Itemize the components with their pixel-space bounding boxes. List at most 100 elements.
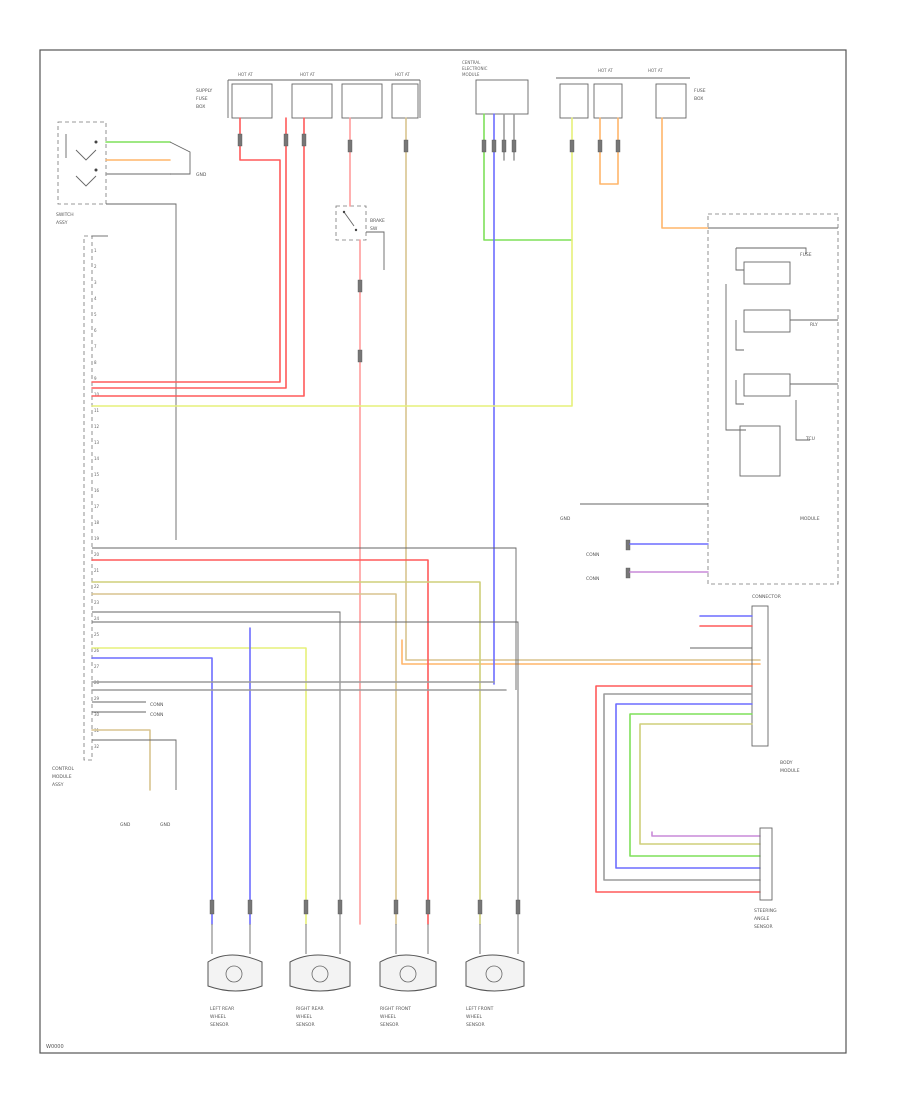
svg-text:4: 4 bbox=[94, 296, 97, 301]
svg-text:WHEEL: WHEEL bbox=[210, 1014, 227, 1020]
svg-text:SUPPLY: SUPPLY bbox=[196, 88, 212, 94]
control-module: CONTROL MODULE ASSY bbox=[52, 235, 108, 788]
svg-text:BRAKE: BRAKE bbox=[370, 218, 385, 224]
svg-text:WHEEL: WHEEL bbox=[466, 1014, 483, 1020]
svg-text:BODY: BODY bbox=[780, 760, 793, 766]
svg-text:MODULE: MODULE bbox=[800, 516, 820, 522]
wire-tan-gnd-1 bbox=[91, 729, 151, 791]
wheel-sensor-right-rear: RIGHT REAR WHEEL SENSOR bbox=[289, 899, 351, 1028]
wire-red-loop bbox=[595, 685, 761, 893]
top-fuse-panel: HOT AT HOT AT HOT AT SUPPLY FUSE BOX bbox=[196, 72, 421, 119]
svg-text:ASSY: ASSY bbox=[56, 220, 68, 226]
svg-text:30: 30 bbox=[94, 712, 100, 717]
svg-text:2: 2 bbox=[94, 264, 97, 269]
svg-text:11: 11 bbox=[94, 408, 100, 413]
svg-text:SENSOR: SENSOR bbox=[380, 1022, 399, 1028]
wire-orange-right bbox=[599, 117, 619, 185]
svg-text:RIGHT FRONT: RIGHT FRONT bbox=[380, 1006, 411, 1012]
svg-text:9: 9 bbox=[94, 376, 97, 381]
svg-text:ASSY: ASSY bbox=[52, 782, 64, 788]
wire-olive-fl bbox=[91, 581, 481, 925]
svg-text:GND: GND bbox=[196, 172, 207, 178]
svg-text:HOT AT: HOT AT bbox=[238, 72, 253, 77]
svg-text:GND: GND bbox=[560, 516, 571, 522]
svg-text:23: 23 bbox=[94, 600, 100, 605]
svg-text:LEFT FRONT: LEFT FRONT bbox=[466, 1006, 494, 1012]
right-fuse-panel: HOT AT HOT AT FUSE BOX bbox=[556, 68, 706, 119]
wire-blue-steer-2 bbox=[615, 703, 761, 869]
wire-yellow-rl bbox=[91, 647, 307, 925]
svg-text:RLY: RLY bbox=[810, 322, 818, 328]
svg-text:CONN: CONN bbox=[150, 712, 163, 718]
svg-text:MODULE: MODULE bbox=[52, 774, 72, 780]
right-ground-connectors: GND CONN CONN bbox=[560, 503, 709, 582]
wire-red-2 bbox=[91, 117, 287, 389]
svg-text:LEFT REAR: LEFT REAR bbox=[210, 1006, 234, 1012]
wire-olive-steer bbox=[639, 723, 761, 845]
svg-text:FUSE: FUSE bbox=[694, 88, 706, 94]
svg-text:TCU: TCU bbox=[805, 436, 815, 442]
wire-gray-steer bbox=[603, 693, 761, 881]
wire-red-1 bbox=[91, 117, 281, 383]
svg-text:7: 7 bbox=[94, 344, 97, 349]
svg-text:SENSOR: SENSOR bbox=[296, 1022, 315, 1028]
svg-text:BOX: BOX bbox=[694, 96, 703, 102]
svg-text:15: 15 bbox=[94, 472, 100, 477]
wire-violet-steer bbox=[651, 831, 761, 837]
svg-text:MODULE: MODULE bbox=[462, 72, 480, 77]
svg-text:HOT AT: HOT AT bbox=[648, 68, 663, 73]
svg-text:ANGLE: ANGLE bbox=[754, 916, 769, 922]
wire-green-steer bbox=[629, 713, 761, 857]
svg-text:CONN: CONN bbox=[150, 702, 163, 708]
svg-text:29: 29 bbox=[94, 696, 100, 701]
svg-text:FUSE: FUSE bbox=[800, 252, 812, 258]
steering-angle-sensor: STEERING ANGLE SENSOR bbox=[754, 827, 777, 930]
wheel-sensor-left-rear: LEFT REAR WHEEL SENSOR bbox=[207, 899, 263, 1028]
wire-orange-tan bbox=[401, 639, 761, 665]
right-control-unit: FUSE RLY TCU MODULE bbox=[707, 213, 839, 585]
svg-text:CONTROL: CONTROL bbox=[52, 766, 74, 772]
diagram-code: W0000 bbox=[46, 1044, 64, 1050]
brake-switch: BRAKE SW bbox=[335, 205, 385, 270]
svg-text:18: 18 bbox=[94, 520, 100, 525]
svg-text:24: 24 bbox=[94, 616, 100, 621]
svg-text:GND: GND bbox=[120, 822, 131, 828]
svg-text:SENSOR: SENSOR bbox=[466, 1022, 485, 1028]
svg-text:16: 16 bbox=[94, 488, 100, 493]
wire-green-relay bbox=[483, 113, 573, 241]
svg-text:MODULE: MODULE bbox=[780, 768, 800, 774]
wire-blue-rl bbox=[91, 657, 213, 925]
svg-text:CENTRAL: CENTRAL bbox=[462, 60, 481, 65]
steering-module-connector: CONNECTOR BODY MODULE bbox=[751, 594, 800, 774]
wire-yellow-green-bus bbox=[91, 117, 573, 407]
svg-text:12: 12 bbox=[94, 424, 100, 429]
svg-text:SENSOR: SENSOR bbox=[754, 924, 773, 930]
svg-text:STEERING: STEERING bbox=[754, 908, 777, 914]
wire-red-fr bbox=[91, 559, 429, 925]
svg-text:26: 26 bbox=[94, 648, 100, 653]
svg-text:WHEEL: WHEEL bbox=[296, 1014, 313, 1020]
svg-text:13: 13 bbox=[94, 440, 100, 445]
wire-tan-fl bbox=[91, 593, 397, 925]
wheel-sensor-left-front: LEFT FRONT WHEEL SENSOR bbox=[465, 899, 525, 1028]
svg-text:CONNECTOR: CONNECTOR bbox=[752, 594, 781, 600]
wire-red-3 bbox=[91, 117, 305, 397]
svg-text:FUSE: FUSE bbox=[196, 96, 208, 102]
svg-text:SW: SW bbox=[370, 226, 378, 232]
svg-text:19: 19 bbox=[94, 536, 100, 541]
svg-text:HOT AT: HOT AT bbox=[300, 72, 315, 77]
svg-text:21: 21 bbox=[94, 568, 100, 573]
diagram-frame bbox=[39, 49, 847, 1054]
headlamp-switch: SWITCH ASSY bbox=[56, 121, 107, 226]
svg-text:SENSOR: SENSOR bbox=[210, 1022, 229, 1028]
svg-text:HOT AT: HOT AT bbox=[395, 72, 410, 77]
svg-text:GND: GND bbox=[160, 822, 171, 828]
svg-text:5: 5 bbox=[94, 312, 97, 317]
wheel-sensor-right-front: RIGHT FRONT WHEEL SENSOR bbox=[379, 899, 437, 1028]
svg-text:8: 8 bbox=[94, 360, 97, 365]
svg-text:32: 32 bbox=[94, 744, 100, 749]
svg-text:22: 22 bbox=[94, 584, 100, 589]
svg-text:CONN: CONN bbox=[586, 576, 599, 582]
svg-text:27: 27 bbox=[94, 664, 100, 669]
